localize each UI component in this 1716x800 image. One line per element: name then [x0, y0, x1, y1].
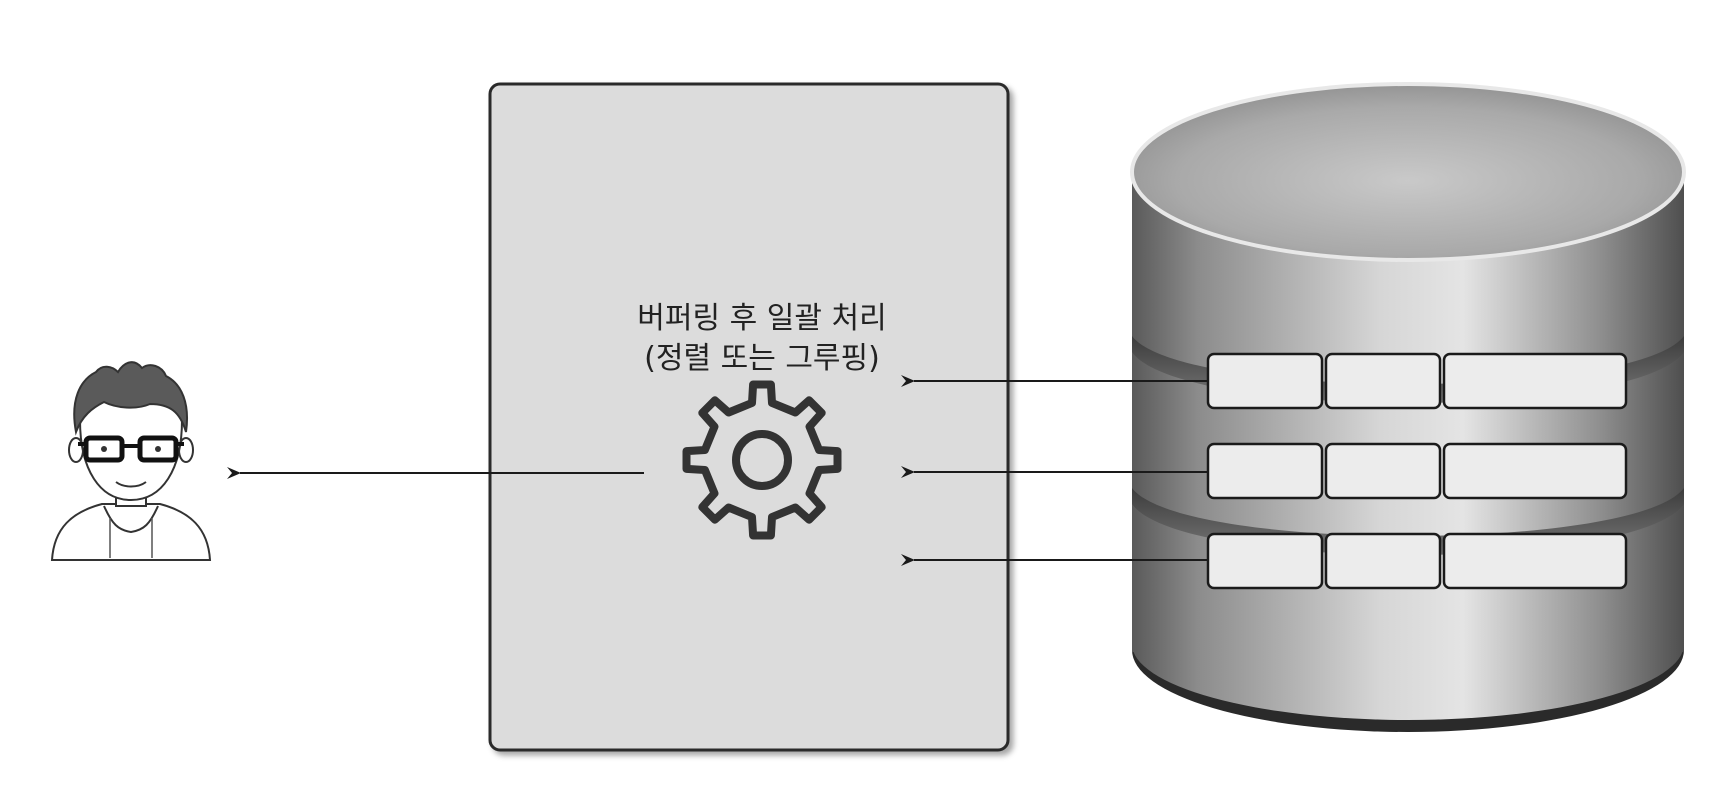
db-record-cell: [1206, 442, 1324, 500]
user-avatar-icon: [50, 361, 212, 561]
db-record-row: [1206, 532, 1628, 590]
processor-box: [488, 82, 1010, 752]
db-record-cell: [1324, 352, 1442, 410]
db-record-cell: [1206, 532, 1324, 590]
db-record-cell: [1206, 352, 1324, 410]
db-record-row: [1206, 442, 1628, 500]
db-record-cell: [1442, 532, 1628, 590]
gear-icon: [682, 380, 842, 540]
db-record-cell: [1442, 442, 1628, 500]
db-record-cell: [1324, 532, 1442, 590]
db-record-cell: [1324, 442, 1442, 500]
processor-label-line2: (정렬 또는 그루핑): [644, 341, 880, 376]
processor-label-line1: 버퍼링 후 일괄 처리: [637, 301, 886, 336]
db-record-row: [1206, 352, 1628, 410]
db-record-cell: [1442, 352, 1628, 410]
